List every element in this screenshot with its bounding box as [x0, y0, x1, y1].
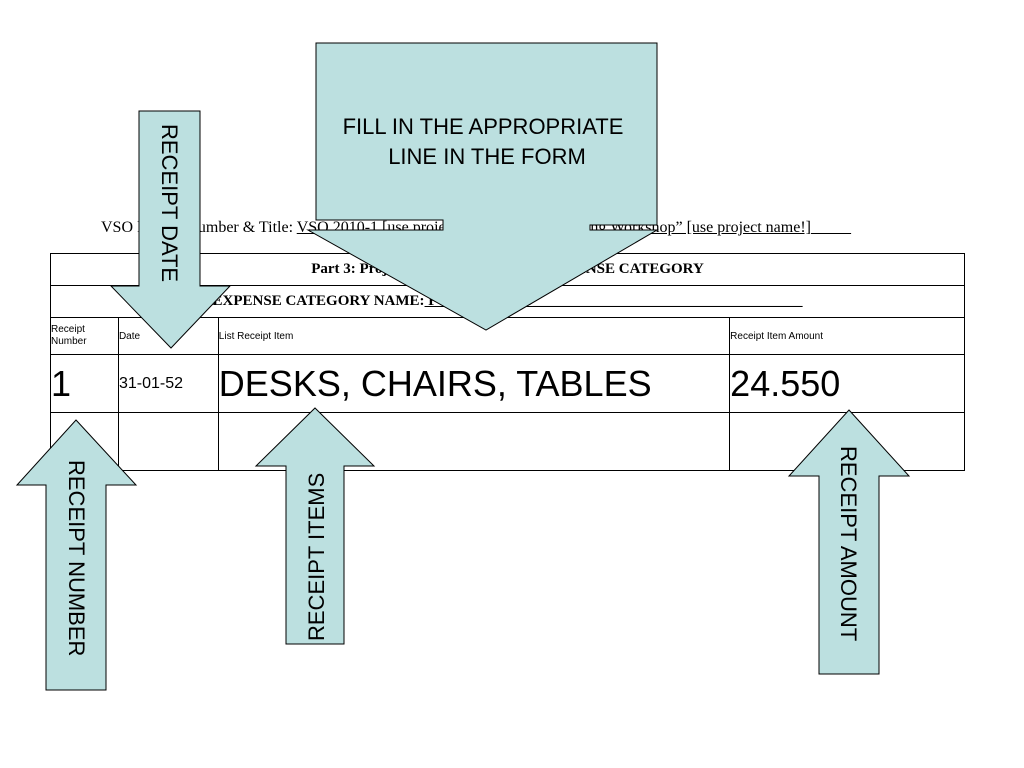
- category-cell: EXPENSE CATEGORY NAME: FURNISHINGS______…: [50, 285, 965, 318]
- empty-date-cell[interactable]: [117, 412, 219, 471]
- fill-in-line-2: LINE IN THE FORM: [388, 144, 586, 169]
- empty-number-cell[interactable]: [50, 412, 119, 471]
- receipt-date-cell[interactable]: 31-01-52: [117, 354, 219, 413]
- category-trail: ____________________________________: [532, 293, 803, 309]
- header-row: Receipt Number Date List Receipt Item Re…: [50, 317, 965, 355]
- vso-label: VSO Project Number & Title:: [101, 219, 297, 236]
- header-receipt-number: Receipt Number: [50, 317, 119, 355]
- receipts-table: Part 3: Project Receipts by MAJOR EXPENS…: [50, 253, 965, 471]
- category-value: FURNISHINGS: [424, 293, 533, 309]
- header-list-item: List Receipt Item: [217, 317, 731, 355]
- fill-in-line-1: FILL IN THE APPROPRIATE: [343, 114, 624, 139]
- header-amount: Receipt Item Amount: [729, 317, 965, 355]
- table-row: 1 31-01-52 DESKS, CHAIRS, TABLES 24.550: [50, 354, 965, 413]
- part-title: Part 3: Project Receipts by MAJOR EXPENS…: [50, 253, 965, 286]
- receipt-number-label: RECEIPT NUMBER: [64, 460, 89, 656]
- category-label: EXPENSE CATEGORY NAME:: [212, 293, 425, 309]
- report-title: Project Accounting Report: [372, 197, 556, 214]
- part-title-row: Part 3: Project Receipts by MAJOR EXPENS…: [50, 253, 965, 286]
- receipt-items-label: RECEIPT ITEMS: [304, 473, 329, 641]
- receipt-amount-cell[interactable]: 24.550: [729, 354, 965, 413]
- receipt-number-cell[interactable]: 1: [50, 354, 119, 413]
- vso-trail: _____: [810, 219, 851, 236]
- category-row: EXPENSE CATEGORY NAME: FURNISHINGS______…: [50, 285, 965, 318]
- empty-item-cell[interactable]: [217, 412, 731, 471]
- table-row: [50, 412, 965, 471]
- receipt-item-cell[interactable]: DESKS, CHAIRS, TABLES: [217, 354, 731, 413]
- vso-project-line: VSO Project Number & Title: VSO 2010-1 […: [101, 219, 851, 237]
- empty-amount-cell[interactable]: [729, 412, 965, 471]
- header-date: Date: [117, 317, 219, 355]
- receipt-amount-label: RECEIPT AMOUNT: [836, 446, 861, 641]
- vso-value: VSO 2010-1 [use project number!] “Accoun…: [296, 219, 811, 236]
